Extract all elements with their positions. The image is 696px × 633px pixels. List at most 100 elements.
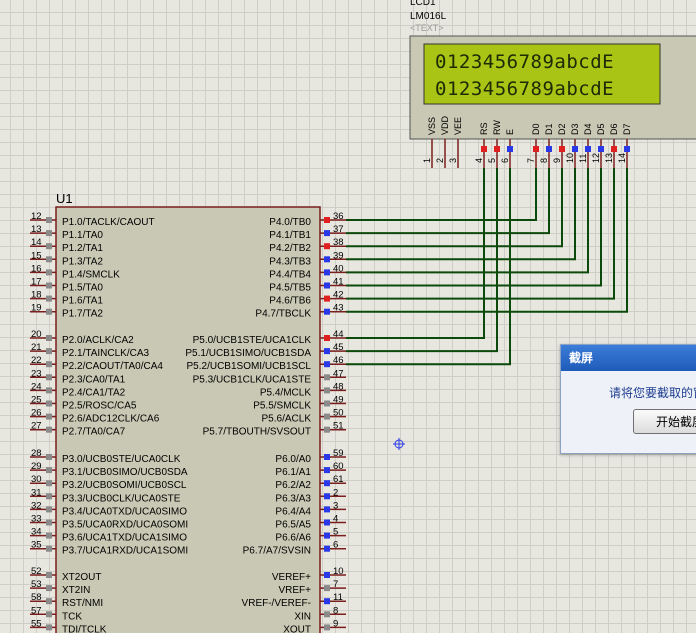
pin-name: P2.4/CA1/TA2 xyxy=(62,387,126,398)
lcd-pin-name: D5 xyxy=(596,123,606,135)
pin-state-marker xyxy=(46,611,52,618)
lcd-pin-d0[interactable]: D07 xyxy=(526,123,541,168)
lcd-pin-d1[interactable]: D18 xyxy=(539,123,554,168)
lcd-pin-e[interactable]: E6 xyxy=(500,129,515,168)
lcd-pin-number: 13 xyxy=(604,153,614,163)
pin-number: 48 xyxy=(333,381,344,392)
start-screenshot-button[interactable]: 开始截屏 xyxy=(633,409,696,434)
lcd-pin-d2[interactable]: D29 xyxy=(552,123,567,168)
pin-number: 43 xyxy=(333,303,344,314)
lcd-pin-rw[interactable]: RW5 xyxy=(487,120,502,168)
mcu-pin-right[interactable]: 2P6.3/A3 xyxy=(275,487,346,504)
lcd-pin-rs[interactable]: RS4 xyxy=(474,122,489,168)
mcu-pin-right[interactable]: 5P6.6/A6 xyxy=(275,527,346,544)
pin-number: 2 xyxy=(333,487,338,498)
wire-data-bus xyxy=(346,168,563,248)
mcu-pin-right[interactable]: 4P6.5/A5 xyxy=(275,514,346,531)
wire-data-bus xyxy=(346,168,602,287)
mcu-pin-right[interactable]: 3P6.4/A4 xyxy=(275,500,346,517)
pin-number: 44 xyxy=(333,329,344,340)
mcu-body[interactable] xyxy=(55,206,321,633)
pin-name: P4.3/TB3 xyxy=(269,256,311,267)
lcd-pin-number: 14 xyxy=(617,153,627,163)
dialog-title[interactable]: 截屏 xyxy=(561,345,696,371)
pin-number: 28 xyxy=(31,448,42,459)
pin-state-marker xyxy=(324,217,330,223)
pin-number: 22 xyxy=(31,355,42,366)
lcd-pin-name: E xyxy=(505,129,515,135)
lcd-pin-number: 10 xyxy=(565,153,575,163)
pin-name: P2.3/CA0/TA1 xyxy=(62,374,126,385)
screenshot-dialog[interactable]: 截屏 请将您要截取的窗 开始截屏 xyxy=(560,344,696,454)
pin-number: 8 xyxy=(333,605,338,616)
lcd-pin-number: 4 xyxy=(474,158,484,163)
mcu-pin-right[interactable]: 6P6.7/A7/SVSIN xyxy=(243,540,346,557)
pin-name: VEREF+ xyxy=(272,572,311,583)
pin-name: P2.5/ROSC/CA5 xyxy=(62,401,137,412)
pin-state-marker xyxy=(46,426,52,433)
